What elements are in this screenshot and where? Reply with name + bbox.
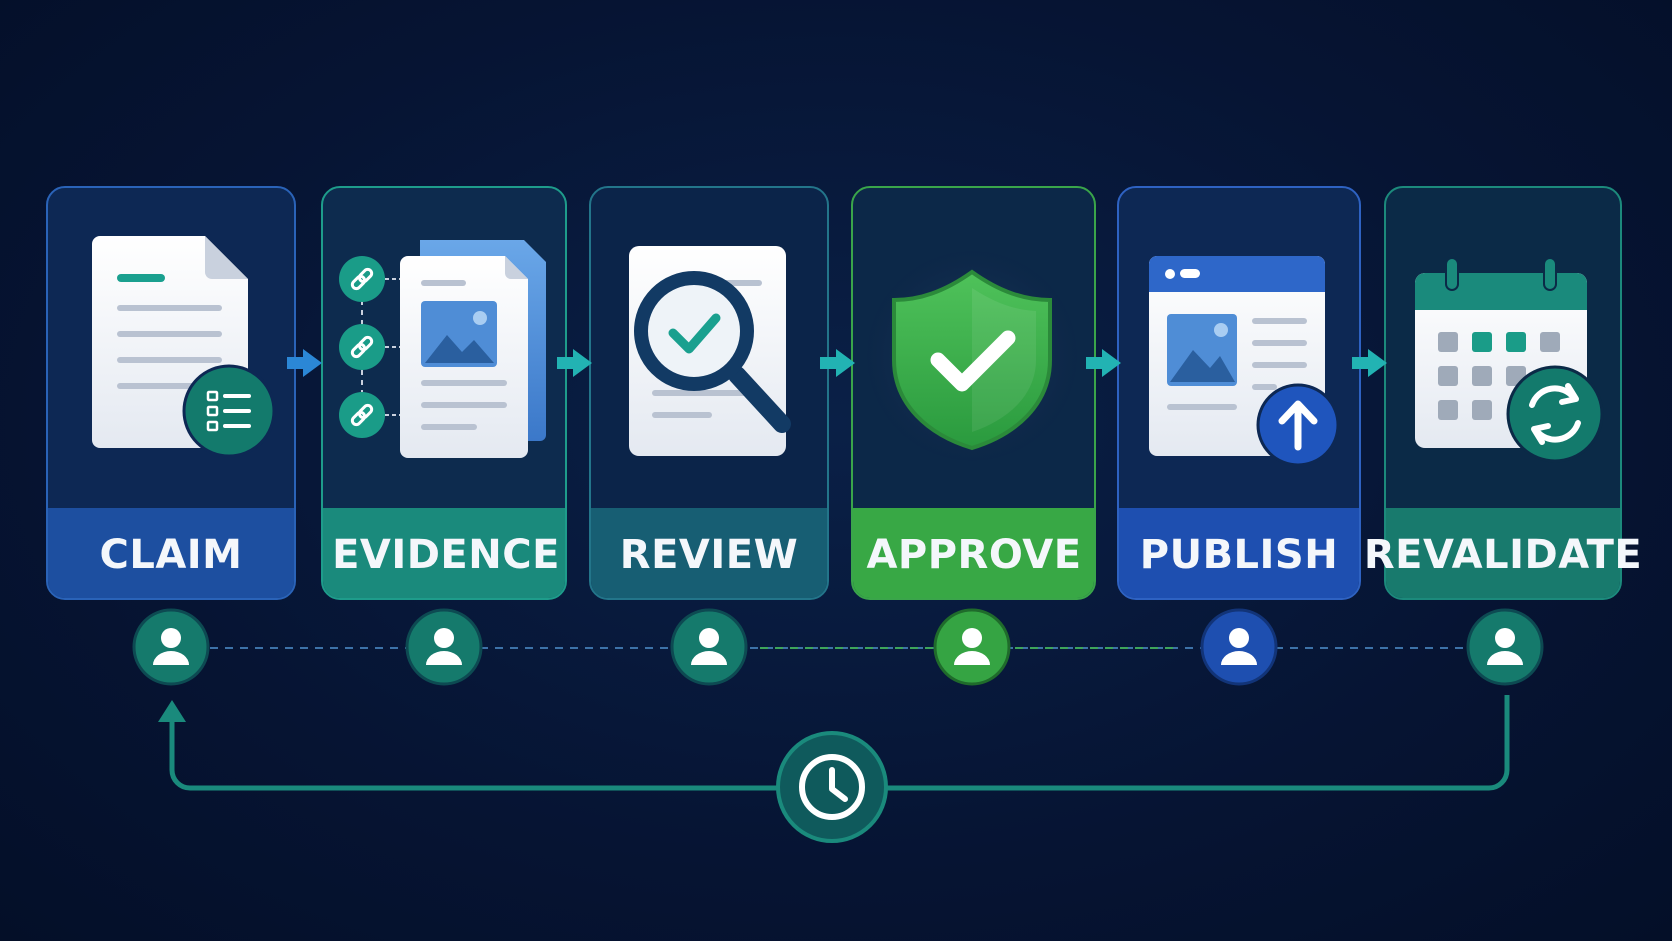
stage-card-review — [589, 186, 829, 600]
stage-label-publish: PUBLISH — [1140, 532, 1338, 578]
stage-card-claim — [46, 186, 296, 600]
shield-check-icon — [867, 251, 1077, 461]
user-icon — [1221, 628, 1257, 665]
user-icon — [954, 628, 990, 665]
linked-documents-icon — [339, 240, 546, 458]
user-icon — [426, 628, 462, 665]
stage-label-approve: APPROVE — [866, 532, 1081, 578]
arrow-right-icon — [557, 349, 592, 377]
clock-icon — [776, 731, 888, 843]
owner-avatars — [132, 608, 1544, 686]
magnifier-check-icon — [629, 246, 791, 456]
stage-label-claim: CLAIM — [100, 532, 243, 578]
user-icon — [691, 628, 727, 665]
avatar — [1466, 608, 1544, 686]
arrow-right-icon — [820, 349, 855, 377]
calendar-refresh-icon — [1415, 257, 1604, 463]
upload-page-icon — [1149, 256, 1340, 467]
flow-arrows — [287, 349, 1387, 377]
revalidation-loop — [158, 695, 1510, 843]
stage-label-evidence: EVIDENCE — [332, 532, 560, 578]
stage-card-revalidate — [1384, 186, 1622, 600]
arrow-right-icon — [1352, 349, 1387, 377]
avatar — [1200, 608, 1278, 686]
stage-card-evidence — [321, 186, 567, 600]
avatar — [132, 608, 210, 686]
user-icon — [1487, 628, 1523, 665]
stage-card-approve — [851, 186, 1096, 600]
user-icon — [153, 628, 189, 665]
avatar — [405, 608, 483, 686]
stage-label-revalidate: REVALIDATE — [1364, 532, 1642, 578]
avatar — [933, 608, 1011, 686]
stage-card-publish — [1117, 186, 1361, 600]
document-list-icon — [92, 236, 276, 458]
avatar — [670, 608, 748, 686]
arrow-right-icon — [287, 349, 322, 377]
stage-labels: CLAIM EVIDENCE REVIEW APPROVE PUBLISH RE… — [100, 532, 1642, 578]
arrow-right-icon — [1086, 349, 1121, 377]
stage-label-review: REVIEW — [620, 532, 798, 578]
